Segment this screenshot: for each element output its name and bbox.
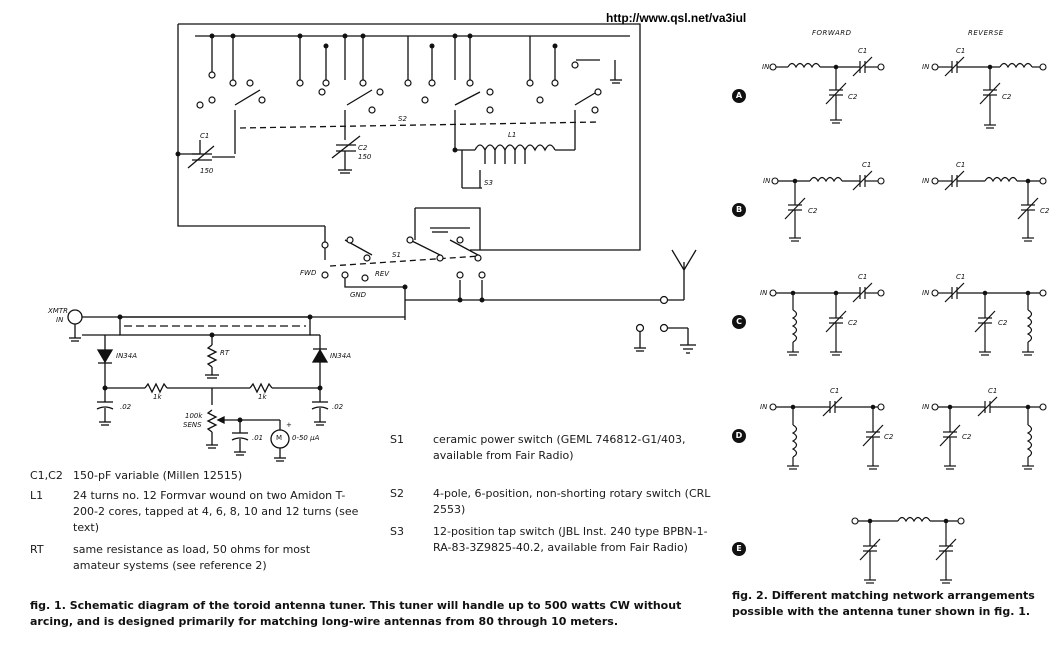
fig1-caption: fig. 1. Schematic diagram of the toroid … (30, 599, 682, 628)
c1-label: C1 (956, 161, 966, 169)
parts-key: S1 (390, 433, 404, 446)
rt-label: RT (220, 349, 230, 357)
fig2-forward-header: FORWARD (812, 29, 852, 37)
in-label: IN (762, 63, 770, 71)
parts-s2: S2 4-pole, 6-position, non-shorting rota… (390, 486, 720, 522)
in-label: IN (922, 177, 930, 185)
parts-desc: 12-position tap switch (JBL Inst. 240 ty… (433, 525, 708, 554)
parts-l1: L1 24 turns no. 12 Formvar wound on two … (30, 488, 360, 538)
parts-desc: 24 turns no. 12 Formvar wound on two Ami… (73, 489, 359, 534)
source-url[interactable]: http://www.qsl.net/va3iul (606, 11, 747, 25)
c1-label: C1 (830, 387, 840, 395)
meter-label: M (276, 434, 283, 442)
parts-key: L1 (30, 489, 44, 502)
c1-label: C1 (200, 132, 210, 140)
s1-label: S1 (392, 251, 401, 259)
xmtr-label: XMTR (48, 307, 68, 315)
cap3-label: .01 (252, 434, 264, 442)
fwd-label: FWD (300, 269, 317, 277)
sens-value: 100k (185, 412, 203, 420)
c2-label: C2 (962, 433, 972, 441)
l1-label: L1 (508, 131, 517, 139)
meter-range: 0-50 μA (292, 434, 320, 442)
in-label: IN (922, 63, 930, 71)
in-label: IN (922, 289, 930, 297)
fig2-reverse-header: REVERSE (968, 29, 1004, 37)
parts-rt: RT same resistance as load, 50 ohms for … (30, 542, 360, 578)
c1-label: C1 (956, 47, 966, 55)
row-badge-a: A (732, 89, 746, 103)
c2-label: C2 (884, 433, 894, 441)
row-badge-d: D (732, 429, 746, 443)
cap2-label: .02 (332, 403, 344, 411)
meter-plus: + (286, 421, 292, 429)
row-badge-e: E (732, 542, 746, 556)
in-label: IN (763, 177, 771, 185)
parts-s3: S3 12-position tap switch (JBL Inst. 240… (390, 524, 720, 574)
parts-desc: 4-pole, 6-position, non-shorting rotary … (433, 487, 711, 516)
in-label: IN (922, 403, 930, 411)
rev-label: REV (375, 270, 390, 278)
row-badge-b: B (732, 203, 746, 217)
parts-key: S2 (390, 487, 404, 500)
c1-label: C1 (988, 387, 998, 395)
parts-s1: S1 ceramic power switch (GEML 746812-G1/… (390, 432, 720, 482)
parts-desc: ceramic power switch (GEML 746812-G1/403… (433, 433, 686, 462)
parts-key: C1,C2 (30, 469, 63, 482)
c2-label: C2 (848, 93, 858, 101)
c1-value: 150 (200, 167, 214, 175)
in-label: IN (760, 403, 768, 411)
c1-label: C1 (956, 273, 966, 281)
c2-label: C2 (998, 319, 1008, 327)
row-badge-c: C (732, 315, 746, 329)
parts-key: S3 (390, 525, 404, 538)
parts-c1c2: C1,C2 150-pF variable (Millen 12515) (30, 468, 370, 488)
c2-label: C2 (1040, 207, 1050, 215)
c2-label: C2 (1002, 93, 1012, 101)
s3-label: S3 (484, 179, 493, 187)
c2-label: C2 (848, 319, 858, 327)
c2-value: 150 (358, 153, 372, 161)
in-label: IN (760, 289, 768, 297)
c2-label: C2 (808, 207, 818, 215)
r1-label: 1k (153, 393, 162, 401)
s2-label: S2 (398, 115, 407, 123)
r2-label: 1k (258, 393, 267, 401)
parts-desc: same resistance as load, 50 ohms for mos… (73, 543, 311, 572)
c1-label: C1 (858, 47, 868, 55)
gnd-label: GND (350, 291, 367, 299)
fig2-caption: fig. 2. Different matching network arran… (732, 589, 1035, 618)
parts-key: RT (30, 543, 44, 556)
cap1-label: .02 (120, 403, 132, 411)
c1-label: C1 (858, 273, 868, 281)
diode2-label: IN34A (330, 352, 351, 360)
diode1-label: IN34A (116, 352, 137, 360)
c1-label: C1 (862, 161, 872, 169)
sens-label: SENS (183, 421, 202, 429)
c2-label: C2 (358, 144, 368, 152)
xmtr-in-label: IN (56, 316, 64, 324)
parts-desc: 150-pF variable (Millen 12515) (73, 469, 243, 482)
